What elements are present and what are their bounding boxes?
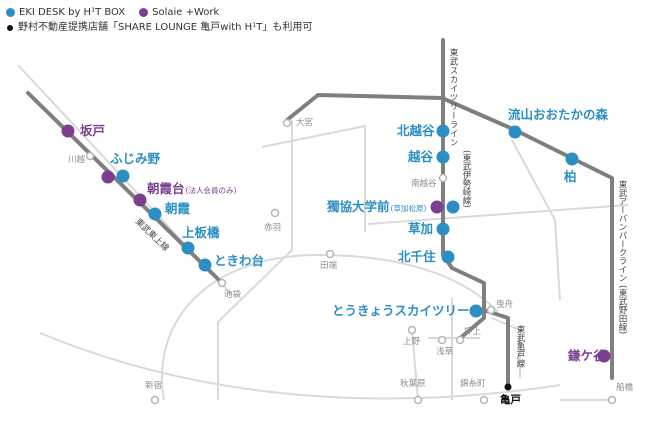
solaie-icon-dokkyo (430, 200, 444, 214)
station-label-tokyo-skytree: とうきょうスカイツリー (332, 303, 470, 318)
eki-desk-icon-fujimino (116, 169, 130, 183)
station-label-shinjuku: 新宿 (145, 380, 162, 391)
solaie-icon-kamagaya (597, 349, 611, 363)
station-label-oshiage: 押上 (464, 326, 482, 337)
eki-desk-icon-nagareyama (508, 125, 522, 139)
eki-desk-marker-icon (6, 8, 15, 17)
station-dot-funabashi (607, 395, 617, 405)
station-label-kashiwa: 柏 (564, 169, 577, 184)
station-label-kamagaya: 鎌ケ谷 (567, 348, 606, 363)
station-label-omiya: 大宮 (296, 117, 313, 128)
eki-desk-icon-kamiitabashi (181, 241, 195, 255)
station-label-kawagoe: 川越 (68, 154, 86, 165)
eki-desk-icon-koshigaya (436, 150, 450, 164)
solaie-icon-sakado (61, 124, 75, 138)
station-dot-hikifune (486, 305, 496, 315)
legend-share-lounge: 野村不動産提携店舗「SHARE LOUNGE 亀戸with H¹T」も利用可 (18, 22, 313, 33)
station-label-hikifune: 曳舟 (496, 299, 514, 310)
station-label-kameido: 亀戸 (499, 393, 521, 406)
legend: EKI DESK by H¹T BOX Solaie +Work 野村不動産提携… (6, 5, 312, 35)
station-label-asaka: 朝霞 (165, 201, 191, 216)
station-dot-ikebukuro (217, 278, 227, 288)
station-label-kitakoshigaya: 北越谷 (397, 123, 435, 138)
station-dot-akabane (270, 208, 280, 218)
eki-desk-icon-tokiwadai (198, 258, 212, 272)
eki-desk-icon-asaka (148, 207, 162, 221)
station-label-koshigaya: 越谷 (407, 149, 434, 164)
line-name-skytree-sub: (東武伊勢崎線) (461, 150, 471, 208)
line-name-urban-park: 東武アーバンパークライン (617, 179, 627, 282)
line-name-skytree: 東武スカイツリーライン (448, 47, 458, 147)
solaie-icon-asakadai (133, 193, 147, 207)
legend-row-1: EKI DESK by H¹T BOX Solaie +Work (6, 5, 312, 20)
station-label-nagareyama: 流山おおたかの森 (508, 107, 609, 122)
minor-station-dots (85, 118, 617, 405)
station-label-soka: 草加 (408, 221, 433, 236)
eki-desk-icon-kitakoshigaya (436, 124, 450, 138)
eki-desk-icon-dokkyo (446, 200, 460, 214)
station-dot-akihabara (413, 395, 423, 405)
station-dot-kinshicho (479, 395, 489, 405)
station-label-fujimino: ふじみ野 (110, 151, 161, 166)
solaie-icon-fujimino (101, 170, 115, 184)
station-dot-shinjuku (150, 395, 160, 405)
tobu-kameido-line (482, 308, 510, 387)
line-name-tojo: 東武東上線 (133, 216, 172, 254)
share-lounge-marker-icon (7, 24, 13, 31)
station-label-asakusa: 浅草 (436, 346, 454, 357)
station-dot-asakusa (437, 335, 447, 345)
eki-desk-station-dots (116, 124, 579, 318)
station-dot-tabata (325, 249, 335, 259)
legend-solaie: Solaie +Work (152, 7, 220, 18)
tobu-skytree-line (441, 38, 486, 342)
station-label-akabane: 赤羽 (264, 223, 281, 233)
station-label-minamikoshigaya: 南越谷 (411, 178, 437, 189)
eki-desk-icon-kitasenju (441, 250, 455, 264)
station-label-dokkyo: 獨協大学前(草加松原) (326, 199, 426, 214)
tobu-urban-park-line (285, 93, 614, 380)
solaie-station-dots (61, 124, 611, 363)
station-label-funabashi: 船橋 (616, 382, 634, 393)
station-label-sakado: 坂戸 (80, 123, 105, 138)
station-label-ueno: 上野 (403, 337, 421, 347)
station-label-kinshicho: 錦糸町 (460, 378, 486, 389)
eki-desk-icon-soka (436, 222, 450, 236)
station-dot-oshiage (455, 335, 465, 345)
station-label-akihabara: 秋葉原 (400, 378, 426, 389)
station-dot-ueno (407, 325, 417, 335)
share-lounge-icon-kameido (504, 383, 512, 391)
station-label-tokiwadai: ときわ台 (214, 253, 264, 268)
line-name-kameido: 東武亀戸線 (515, 324, 525, 367)
station-label-kamiitabashi: 上板橋 (182, 225, 220, 240)
station-label-kitasenju: 北千住 (398, 249, 436, 264)
legend-eki-desk: EKI DESK by H¹T BOX (19, 7, 126, 18)
other-lines (17, 64, 629, 401)
line-name-urban-park-sub: (東武野田線) (617, 285, 627, 334)
station-label-tabata: 田端 (320, 260, 338, 271)
station-dot-kawagoe (85, 151, 95, 161)
eki-desk-icon-tokyo-skytree (469, 304, 483, 318)
solaie-marker-icon (139, 8, 149, 17)
legend-row-2: 野村不動産提携店舗「SHARE LOUNGE 亀戸with H¹T」も利用可 (6, 20, 312, 35)
station-label-asakadai: 朝霞台(法人会員のみ) (147, 181, 236, 196)
station-dot-minamikoshigaya (438, 173, 448, 183)
station-dot-omiya (282, 118, 292, 128)
eki-desk-icon-kashiwa (565, 152, 579, 166)
station-label-ikebukuro: 池袋 (224, 289, 242, 300)
